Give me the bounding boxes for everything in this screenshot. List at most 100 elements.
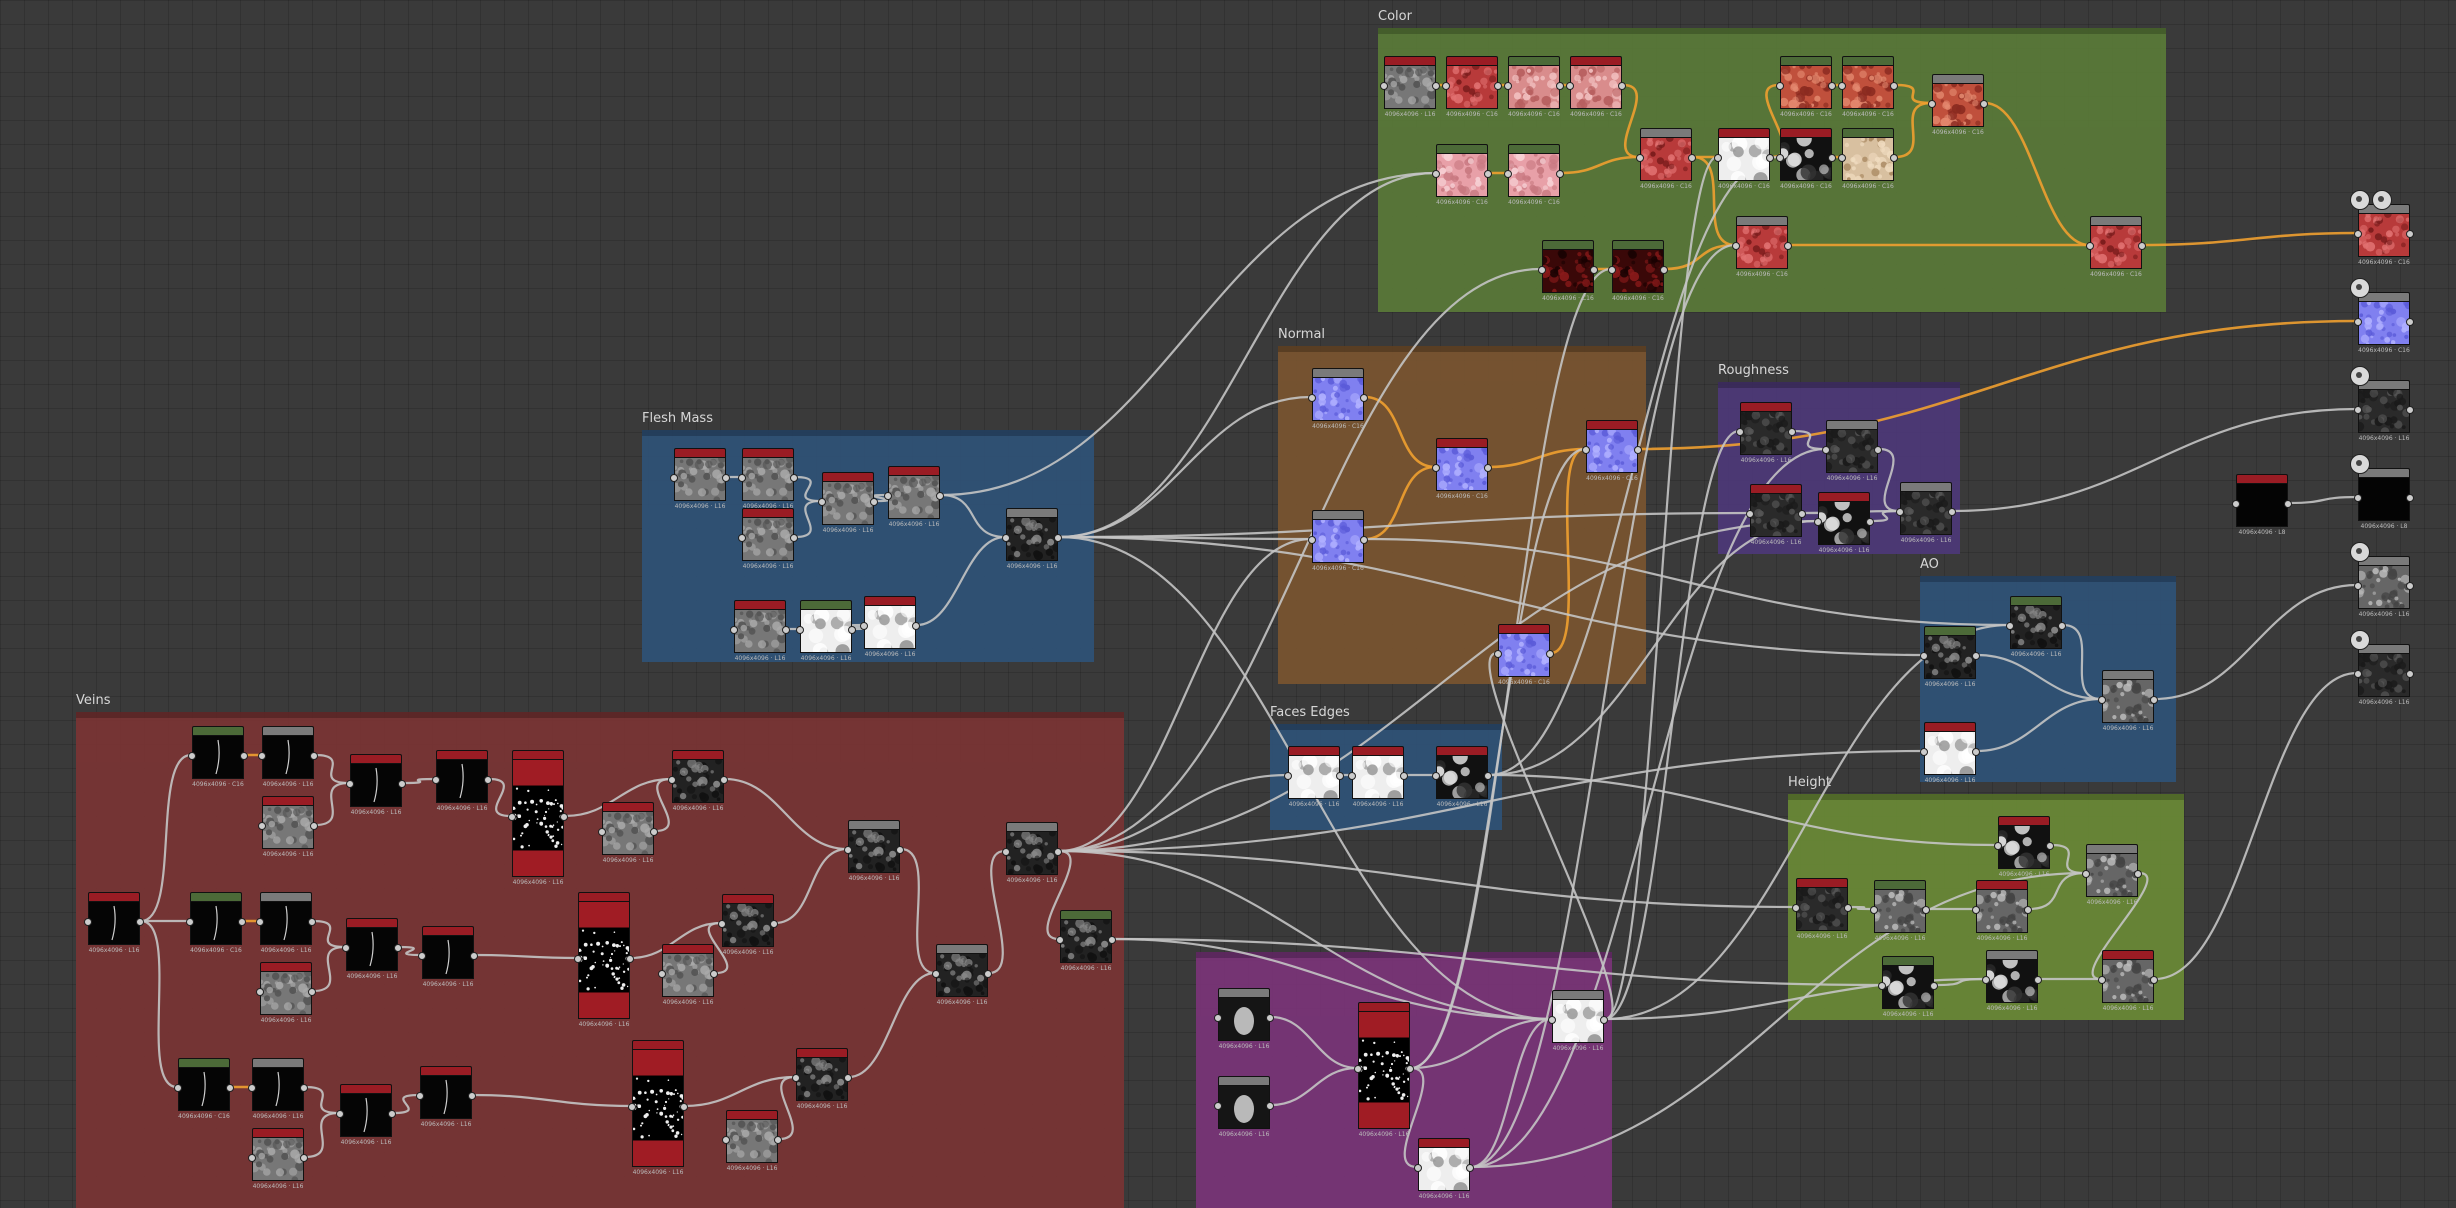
node-input-pin[interactable] — [1348, 772, 1356, 780]
node-header[interactable] — [1740, 402, 1792, 411]
node-output-pin[interactable] — [1660, 266, 1668, 274]
node-non-uniform-blur-warp[interactable]: 4096x4096 · L16 — [792, 1048, 852, 1110]
node-output-pin[interactable] — [1590, 266, 1598, 274]
node-bitmap[interactable]: 4096x4096 · L16 — [1214, 1076, 1274, 1138]
node-input-pin[interactable] — [730, 626, 738, 634]
node-blur-hq-grayscale[interactable]: 4096x4096 · L16 — [1792, 878, 1852, 940]
node-header[interactable] — [88, 892, 140, 901]
node-output-pin[interactable] — [1054, 848, 1062, 856]
node-header[interactable] — [1436, 746, 1488, 755]
node-header[interactable] — [340, 1084, 392, 1093]
node-output-pin[interactable] — [1980, 100, 1988, 108]
node-output-pin[interactable] — [1788, 428, 1796, 436]
node-input-pin[interactable] — [2082, 870, 2090, 878]
node-output-pin[interactable] — [300, 1154, 308, 1162]
node-input-pin[interactable] — [1354, 1065, 1362, 1073]
node-grayscale-conversion[interactable]: 4096x4096 · L16 — [256, 892, 316, 954]
node-output-pin[interactable] — [308, 918, 316, 926]
node-non-uniform-blur-warp[interactable]: 4096x4096 · L16 — [818, 472, 878, 534]
node-input-pin[interactable] — [796, 626, 804, 634]
node-output-pin[interactable] — [2150, 976, 2158, 984]
node-header[interactable] — [422, 926, 474, 935]
node-input-pin[interactable] — [1928, 100, 1936, 108]
node-perlin-noise[interactable]: 4096x4096 · L16 — [598, 802, 658, 864]
node-header[interactable] — [1060, 910, 1112, 919]
node-input-pin[interactable] — [508, 813, 516, 821]
node-output-pin[interactable] — [310, 822, 318, 830]
node-output-pin[interactable] — [790, 474, 798, 482]
node-header[interactable] — [1006, 822, 1058, 831]
frame-header-bar[interactable] — [1718, 382, 1960, 388]
node-output-pin[interactable] — [1618, 82, 1626, 90]
node-levels[interactable]: 4096x4096 · L16 — [1056, 910, 1116, 972]
node-output-pin[interactable] — [1890, 154, 1898, 162]
node-header[interactable] — [1826, 420, 1878, 429]
node-levels[interactable]: 4096x4096 · L16 — [1870, 880, 1930, 942]
node-output-pin[interactable] — [468, 1092, 476, 1100]
node-output-pin[interactable] — [226, 1084, 234, 1092]
node-input-pin[interactable] — [248, 1084, 256, 1092]
node-header[interactable] — [2102, 670, 2154, 679]
node-input-pin[interactable] — [336, 1110, 344, 1118]
node-input-pin[interactable] — [932, 970, 940, 978]
node-output-pin[interactable] — [626, 955, 634, 963]
node-input-pin[interactable] — [1566, 82, 1574, 90]
node-flood-fill[interactable]: 4096x4096 · C16 — [1714, 128, 1774, 190]
frame-header-bar[interactable] — [1378, 28, 2166, 34]
node-output-pin[interactable] — [722, 474, 730, 482]
node-input-pin[interactable] — [738, 534, 746, 542]
node-tile-sampler[interactable]: 4096x4096 · L16 — [628, 1040, 688, 1176]
node-input-pin[interactable] — [658, 970, 666, 978]
node-input-pin[interactable] — [1736, 428, 1744, 436]
node-output-pin[interactable] — [2150, 696, 2158, 704]
node-output-pin[interactable] — [896, 846, 904, 854]
node-output-pin[interactable] — [1556, 82, 1564, 90]
node-input-pin[interactable] — [2354, 582, 2362, 590]
node-input-pin[interactable] — [1896, 508, 1904, 516]
node-blend[interactable]: 4096x4096 · L16 — [1982, 950, 2042, 1012]
node-levels[interactable]: 4096x4096 · L16 — [796, 600, 856, 662]
node-link[interactable] — [2142, 231, 2358, 247]
node-input-pin[interactable] — [1972, 906, 1980, 914]
node-output-pin[interactable] — [1546, 650, 1554, 658]
frame-header-bar[interactable] — [1788, 794, 2184, 800]
node-output-pin[interactable] — [2406, 406, 2414, 414]
node-header[interactable] — [350, 754, 402, 763]
node-input-pin[interactable] — [628, 1103, 636, 1111]
node-output-pin[interactable] — [984, 970, 992, 978]
node-output-pin[interactable] — [136, 918, 144, 926]
node-header[interactable] — [1900, 482, 1952, 491]
node-input-pin[interactable] — [1776, 154, 1784, 162]
node-header[interactable] — [1436, 438, 1488, 447]
node-header[interactable] — [722, 894, 774, 903]
node-blur-hq-grayscale[interactable]: 4096x4096 · L16 — [1348, 746, 1408, 808]
node-header[interactable] — [602, 802, 654, 811]
node-link[interactable] — [2288, 495, 2358, 505]
node-output-pin[interactable] — [848, 626, 856, 634]
node-output-pin[interactable] — [2134, 870, 2142, 878]
node-header[interactable] — [190, 892, 242, 901]
node-input-pin[interactable] — [2086, 242, 2094, 250]
node-header[interactable] — [800, 600, 852, 609]
node-input-pin[interactable] — [1920, 748, 1928, 756]
node-input-pin[interactable] — [346, 780, 354, 788]
node-input-pin[interactable] — [574, 955, 582, 963]
node-header[interactable] — [252, 1058, 304, 1067]
node-levels[interactable]: 4096x4096 · L16 — [1878, 956, 1938, 1018]
node-histogram-scan[interactable]: 4096x4096 · L16 — [884, 466, 944, 528]
node-header[interactable] — [192, 726, 244, 735]
node-output-pin[interactable] — [1766, 154, 1774, 162]
node-hsl[interactable]: 4096x4096 · C16 — [1504, 144, 1564, 206]
node-input-pin[interactable] — [1994, 842, 2002, 850]
node-ambient-occlusion[interactable]: 4096x4096 · L16 — [2354, 556, 2414, 618]
node-header[interactable] — [1542, 240, 1594, 249]
node-output-pin[interactable] — [394, 944, 402, 952]
node-header[interactable] — [1384, 56, 1436, 65]
node-non-uniform-blur-warp[interactable]: 4096x4096 · L16 — [336, 1084, 396, 1146]
node-input-pin[interactable] — [1792, 904, 1800, 912]
node-header[interactable] — [1976, 880, 2028, 889]
node-input-pin[interactable] — [1442, 82, 1450, 90]
node-header[interactable] — [1552, 990, 1604, 999]
node-header[interactable] — [1218, 988, 1270, 997]
node-output-pin[interactable] — [1400, 772, 1408, 780]
